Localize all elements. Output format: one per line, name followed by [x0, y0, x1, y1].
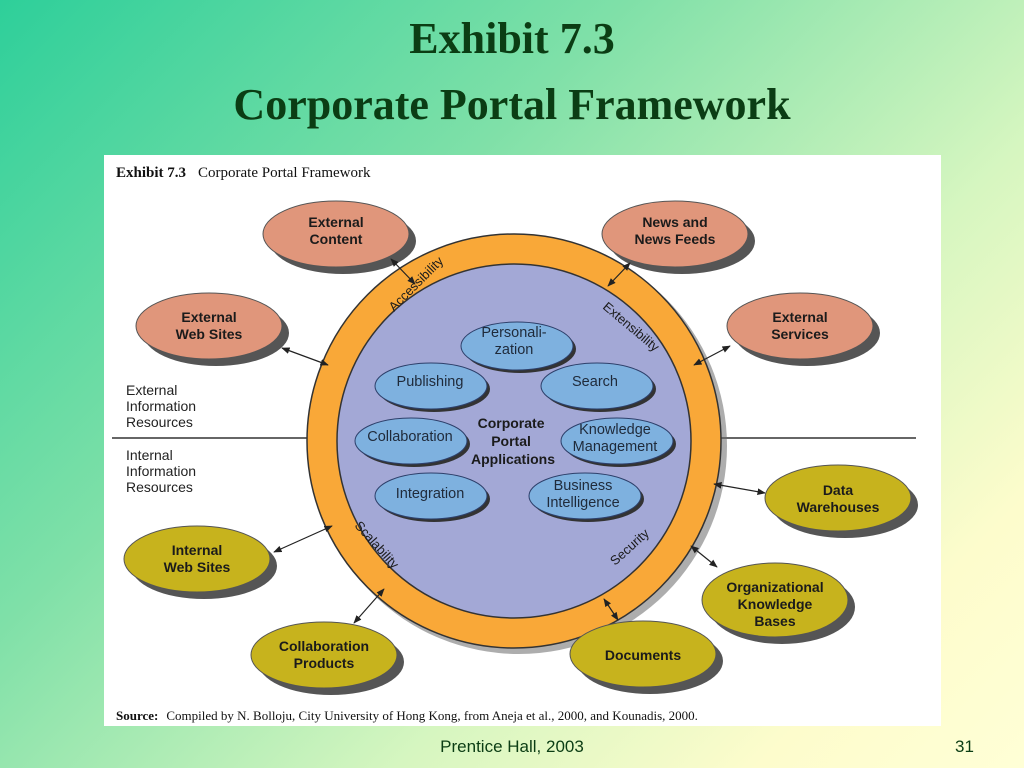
app-integration: Integration: [374, 472, 490, 522]
svg-text:Search: Search: [572, 374, 618, 390]
framework-figure: Exhibit 7.3 Corporate Portal Framework E…: [104, 155, 941, 726]
arrow-external-content: [390, 258, 416, 285]
svg-text:Publishing: Publishing: [397, 374, 464, 390]
svg-text:Personali-zation: Personali-zation: [481, 325, 546, 358]
app-search: Search: [540, 362, 656, 412]
arrow-external-services: [693, 345, 731, 366]
arrow-external-web-sites: [281, 347, 329, 366]
figure-header-number: Exhibit 7.3: [116, 165, 186, 181]
svg-text:Integration: Integration: [396, 486, 465, 502]
framework-diagram: Exhibit 7.3 Corporate Portal Framework E…: [112, 164, 918, 724]
arrow-documents: [603, 598, 619, 621]
slide-title-line2: Corporate Portal Framework: [233, 80, 791, 129]
arrow-news-feeds: [607, 262, 631, 287]
center-label: Corporate Portal Applications: [471, 415, 555, 467]
slide-title-line1: Exhibit 7.3: [409, 14, 615, 63]
app-publishing: Publishing: [374, 362, 490, 412]
inner-circle: [336, 263, 692, 619]
figure-header-title: Corporate Portal Framework: [198, 165, 371, 181]
page-number: 31: [955, 737, 974, 756]
svg-text:Documents: Documents: [605, 647, 681, 663]
external-resources-label: External Information Resources: [126, 382, 200, 430]
internal-resources-label: Internal Information Resources: [126, 447, 200, 495]
figure-source: Source: Compiled by N. Bolloju, City Uni…: [116, 707, 698, 724]
source-text: Compiled by N. Bolloju, City University …: [166, 708, 698, 723]
arrow-internal-web-sites: [273, 525, 333, 553]
app-personalization: Personali-zation: [460, 321, 576, 373]
node-documents: Documents: [569, 620, 723, 694]
arrow-data-warehouses: [713, 482, 766, 495]
footer-publisher: Prentice Hall, 2003: [440, 737, 584, 756]
arrow-org-knowledge-bases: [690, 545, 718, 568]
app-collaboration: Collaboration: [354, 417, 470, 467]
connector-arrows: [273, 258, 766, 624]
figure-header: Exhibit 7.3 Corporate Portal Framework: [116, 164, 371, 181]
svg-text:Collaboration: Collaboration: [367, 429, 452, 445]
source-label: Source:: [116, 708, 158, 723]
arrow-collaboration-products: [353, 588, 385, 624]
